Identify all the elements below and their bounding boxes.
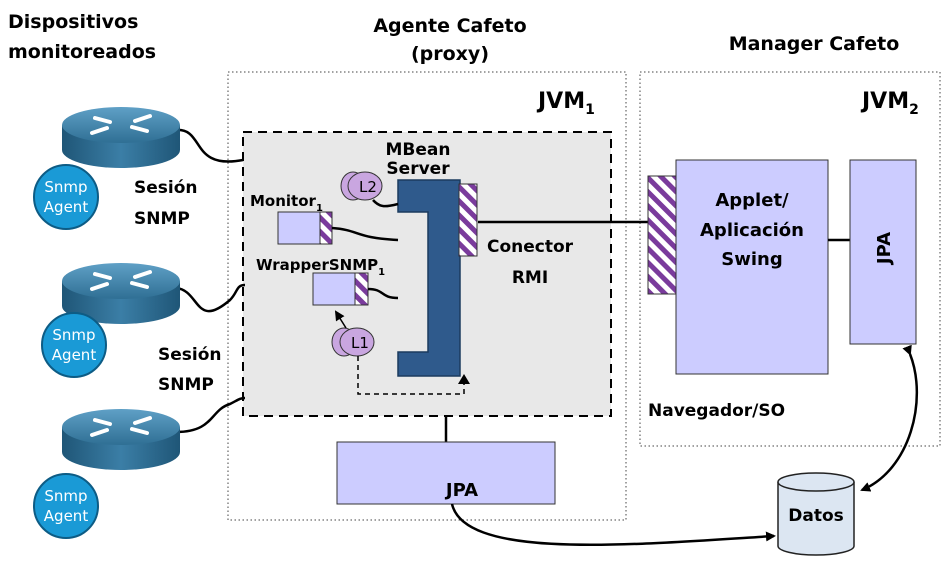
snmp-agent-3: Snmp Agent <box>33 473 99 539</box>
database-cylinder <box>777 472 855 556</box>
session-snmp-2-line1: Sesión <box>158 345 222 365</box>
agent-header-line1: Agente Cafeto <box>373 15 526 37</box>
router-icon-1 <box>62 107 180 168</box>
jvm1-label: JVM1 <box>536 89 595 118</box>
listener-l1-arrow <box>334 310 347 329</box>
listener-l2-label: L2 <box>359 178 377 196</box>
snmp-agent-2-line1: Snmp <box>52 326 95 344</box>
wrapper-label: WrapperSNMP1 <box>256 256 385 278</box>
jvm2-label: JVM2 <box>860 89 919 118</box>
listener-l1-label: L1 <box>351 334 369 352</box>
connector-rmi-stripe <box>458 183 478 257</box>
monitor-label: Monitor1 <box>250 192 323 214</box>
devices-header-line1: Dispositivos <box>8 11 138 33</box>
snmp-agent-3-line1: Snmp <box>44 487 87 505</box>
connector-label-line2: RMI <box>512 268 548 288</box>
snmp-agent-1-line2: Agent <box>44 198 89 216</box>
mbean-server-label-line2: Server <box>386 159 450 179</box>
snmp-agent-3-line2: Agent <box>44 507 89 525</box>
wrapper-link <box>367 287 399 300</box>
connector-label-line1: Conector <box>487 237 574 257</box>
snmp-wire-2 <box>175 283 246 313</box>
jpa-agent-box <box>336 441 556 505</box>
applet-label-line2: Aplicación <box>700 220 804 241</box>
snmp-agent-2: Snmp Agent <box>41 312 107 378</box>
monitor-mbean-stripe <box>319 211 333 245</box>
applet-connector-stripe <box>647 175 677 295</box>
jpa-manager-box <box>849 159 917 345</box>
listener-l2-link <box>372 199 399 208</box>
jpa-manager-db-link <box>860 344 919 492</box>
wrapper-mbean-stripe <box>354 272 369 306</box>
jvm1-container <box>227 71 627 521</box>
snmp-agent-1-line1: Snmp <box>44 178 87 196</box>
monitor-mbean-box <box>277 211 321 245</box>
session-snmp-1-line1: Sesión <box>134 178 198 198</box>
monitor-link <box>331 226 399 242</box>
listener-l1: L1 <box>331 327 375 357</box>
agent-header-line2: (proxy) <box>411 43 489 65</box>
jpa-agent-label: JPA <box>444 480 478 501</box>
mbean-server-label-line1: MBean <box>386 140 451 160</box>
devices-header-line2: monitoreados <box>8 41 156 63</box>
jpa-agent-db-link <box>450 503 776 547</box>
session-snmp-1-line2: SNMP <box>134 209 190 229</box>
snmp-agent-2-line2: Agent <box>52 346 97 364</box>
router-icon-2 <box>62 263 180 324</box>
applet-label-line1: Applet/ <box>715 190 789 211</box>
applet-label-line3: Swing <box>721 249 782 270</box>
session-snmp-2-line2: SNMP <box>158 375 214 395</box>
applet-box <box>675 159 829 375</box>
snmp-wire-1 <box>175 128 244 163</box>
notification-arrow <box>458 374 470 384</box>
jvm2-container <box>639 71 941 447</box>
listener-l2: L2 <box>340 171 383 201</box>
database-label: Datos <box>788 506 844 526</box>
jpa-manager-label: JPA <box>874 232 895 266</box>
manager-header: Manager Cafeto <box>729 33 900 55</box>
wrapper-mbean-box <box>312 272 356 306</box>
notification-path <box>357 356 465 395</box>
snmp-agent-1: Snmp Agent <box>33 164 99 230</box>
browser-os-label: Navegador/SO <box>648 401 785 421</box>
snmp-wire-3 <box>175 396 246 434</box>
router-icon-3 <box>62 409 180 470</box>
